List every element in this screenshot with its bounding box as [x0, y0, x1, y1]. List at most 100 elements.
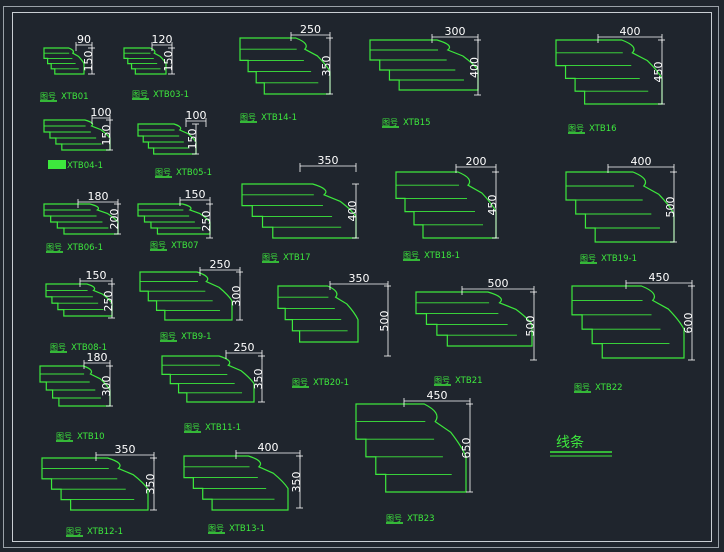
dimension-height-label: 350	[252, 369, 265, 390]
drawing-code-label: XTB17	[283, 253, 311, 263]
drawing-number-prefix: 图号	[434, 376, 450, 385]
dimension-height-label: 350	[144, 474, 157, 495]
molding-outline	[43, 47, 85, 75]
molding-outline	[555, 39, 663, 105]
molding-outline	[277, 285, 359, 343]
sheet-title: 线条	[556, 434, 584, 451]
profile-xtb21: 500 500 图号 XTB21	[415, 277, 537, 386]
dimension-height-label: 350	[290, 472, 303, 493]
dimension-width-label: 350	[318, 154, 339, 167]
molding-outline	[415, 291, 533, 347]
molding-outline	[123, 47, 167, 75]
dimension-height-label: 400	[468, 57, 481, 78]
dimension-height-label: 450	[486, 195, 499, 216]
drawing-code-label: XTB23	[407, 514, 435, 524]
molding-outline	[161, 355, 255, 403]
dimension-width-label: 150	[86, 269, 107, 282]
molding-outline	[183, 455, 289, 511]
dimension-width-label: 150	[185, 188, 206, 201]
dimension-width-label: 400	[631, 155, 652, 168]
drawing-number-prefix: 图号	[56, 432, 72, 441]
molding-outline	[565, 171, 675, 243]
dimension-width-label: 180	[88, 190, 109, 203]
dimension-width-label: 250	[210, 258, 231, 271]
dimension-width-label: 450	[427, 389, 448, 402]
drawing-number-prefix: 图号	[46, 243, 62, 252]
profile-xtb07: 150 250 图号 XTB07	[137, 188, 213, 251]
molding-outline	[355, 403, 467, 493]
drawing-number-prefix: 图号	[150, 241, 166, 250]
profile-xtb10: 180 300 图号 XTB10	[39, 351, 113, 442]
profile-xtb14-1: 250 350 图号 XTB14-1	[239, 23, 333, 123]
dimension-height-label: 400	[346, 201, 359, 222]
molding-outline	[139, 271, 233, 321]
dimension-width-label: 450	[649, 271, 670, 284]
dimension-width-label: 200	[466, 155, 487, 168]
dimension-height-label: 150	[162, 51, 175, 72]
dimension-height-label: 500	[378, 311, 391, 332]
drawing-number-prefix: 图号	[184, 423, 200, 432]
profile-xtb22: 450 600 图号 XTB22	[571, 271, 695, 393]
drawing-code-label: XTB18-1	[424, 251, 460, 261]
molding-outline	[43, 203, 119, 235]
dimension-width-label: 350	[349, 272, 370, 285]
drawing-code-label: XTB11-1	[205, 423, 241, 433]
dimension-height-label: 150	[186, 129, 199, 150]
drawing-code-label: XTB22	[595, 383, 623, 393]
drawing-number-prefix-filled	[48, 160, 66, 169]
dimension-height-label: 500	[664, 197, 677, 218]
drawing-code-label: XTB01	[61, 92, 89, 102]
drawing-code-label: XTB12-1	[87, 527, 123, 537]
drawing-code-label: XTB03-1	[153, 90, 189, 100]
dimension-width-label: 100	[91, 106, 112, 119]
dimension-height-label: 450	[652, 62, 665, 83]
drawing-number-prefix: 图号	[386, 514, 402, 523]
drawing-code-label: XTB08-1	[71, 343, 107, 353]
drawing-code-label: XTB15	[403, 118, 431, 128]
drawing-code-label: XTB07	[171, 241, 199, 251]
dimension-height-label: 500	[524, 316, 537, 337]
dimension-height-label: 600	[682, 313, 695, 334]
dimension-width-label: 250	[300, 23, 321, 36]
drawing-code-label: XTB20-1	[313, 378, 349, 388]
drawing-number-prefix: 图号	[50, 343, 66, 352]
dimension-height-label: 350	[320, 56, 333, 77]
dimension-height-label: 250	[200, 211, 213, 232]
drawing-code-label: XTB10	[77, 432, 105, 442]
profile-xtb18-1: 200 450 图号 XTB18-1	[395, 155, 499, 261]
drawing-number-prefix: 图号	[208, 524, 224, 533]
profile-xtb08-1: 150 250 图号 XTB08-1	[45, 269, 115, 353]
dimension-width-label: 180	[87, 351, 108, 364]
dimension-width-label: 500	[488, 277, 509, 290]
drawing-code-label: XTB05-1	[176, 168, 212, 178]
drawing-number-prefix: 图号	[262, 253, 278, 262]
drawing-number-prefix: 图号	[66, 527, 82, 536]
dimension-width-label: 300	[445, 25, 466, 38]
drawing-number-prefix: 图号	[574, 383, 590, 392]
drawing-number-prefix: 图号	[403, 251, 419, 260]
dimension-width-label: 400	[620, 25, 641, 38]
drawing-code-label: XTB04-1	[67, 161, 103, 171]
drawing-code-label: XTB21	[455, 376, 483, 386]
drawing-code-label: XTB14-1	[261, 113, 297, 123]
drawing-number-prefix: 图号	[382, 118, 398, 127]
dimension-height-label: 300	[100, 376, 113, 397]
dimension-width-label: 350	[115, 443, 136, 456]
dimension-height-label: 250	[102, 291, 115, 312]
profile-xtb15: 300 400 图号 XTB15	[369, 25, 481, 128]
drawing-number-prefix: 图号	[160, 332, 176, 341]
molding-outline	[571, 285, 685, 359]
molding-outline	[41, 457, 149, 511]
drawing-number-prefix: 图号	[40, 92, 56, 101]
molding-outline	[369, 39, 479, 91]
drawing-number-prefix: 图号	[240, 113, 256, 122]
outer-frame	[3, 6, 719, 548]
